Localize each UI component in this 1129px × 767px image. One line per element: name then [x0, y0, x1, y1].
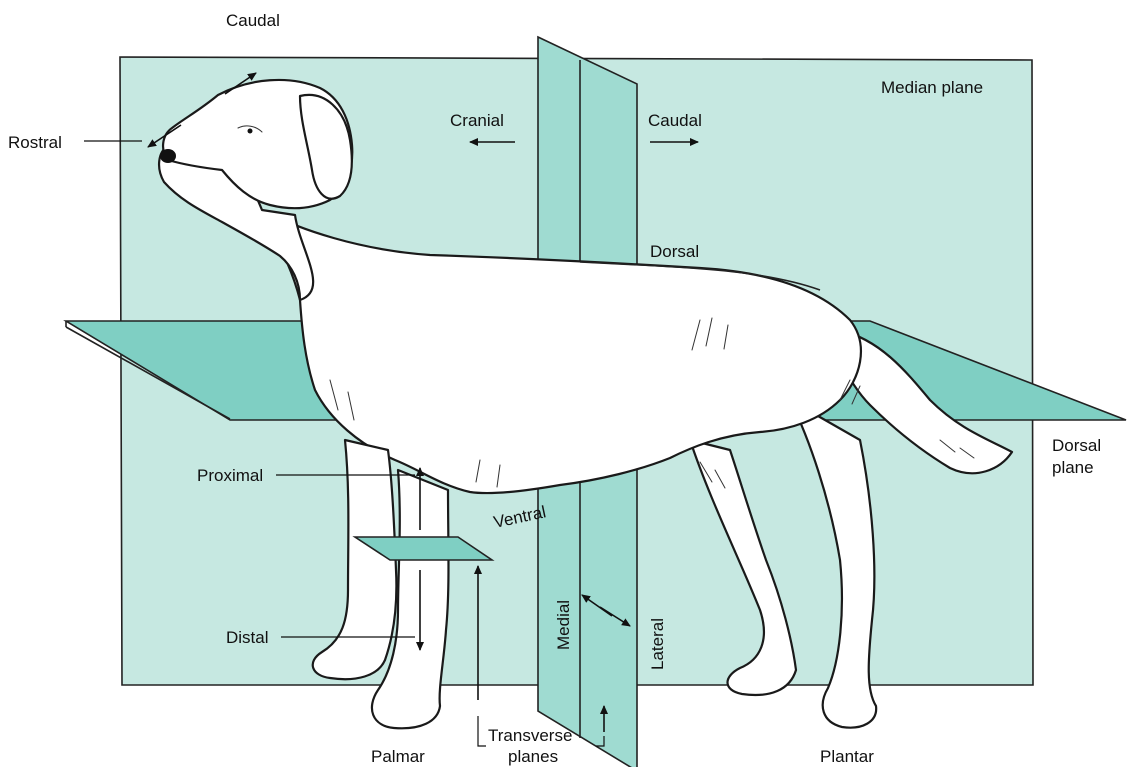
label-rostral: Rostral [8, 133, 62, 152]
label-plantar: Plantar [820, 747, 874, 766]
label-dorsal-plane-2: plane [1052, 458, 1094, 477]
label-caudal-top: Caudal [226, 11, 280, 30]
label-dorsal-plane-1: Dorsal [1052, 436, 1101, 455]
label-transverse-2: planes [508, 747, 558, 766]
label-proximal: Proximal [197, 466, 263, 485]
label-cranial: Cranial [450, 111, 504, 130]
label-dorsal: Dorsal [650, 242, 699, 261]
label-transverse-1: Transverse [488, 726, 572, 745]
label-medial: Medial [554, 600, 573, 650]
label-median-plane: Median plane [881, 78, 983, 97]
label-distal: Distal [226, 628, 269, 647]
label-caudal-mid: Caudal [648, 111, 702, 130]
label-lateral: Lateral [648, 618, 667, 670]
label-palmar: Palmar [371, 747, 425, 766]
